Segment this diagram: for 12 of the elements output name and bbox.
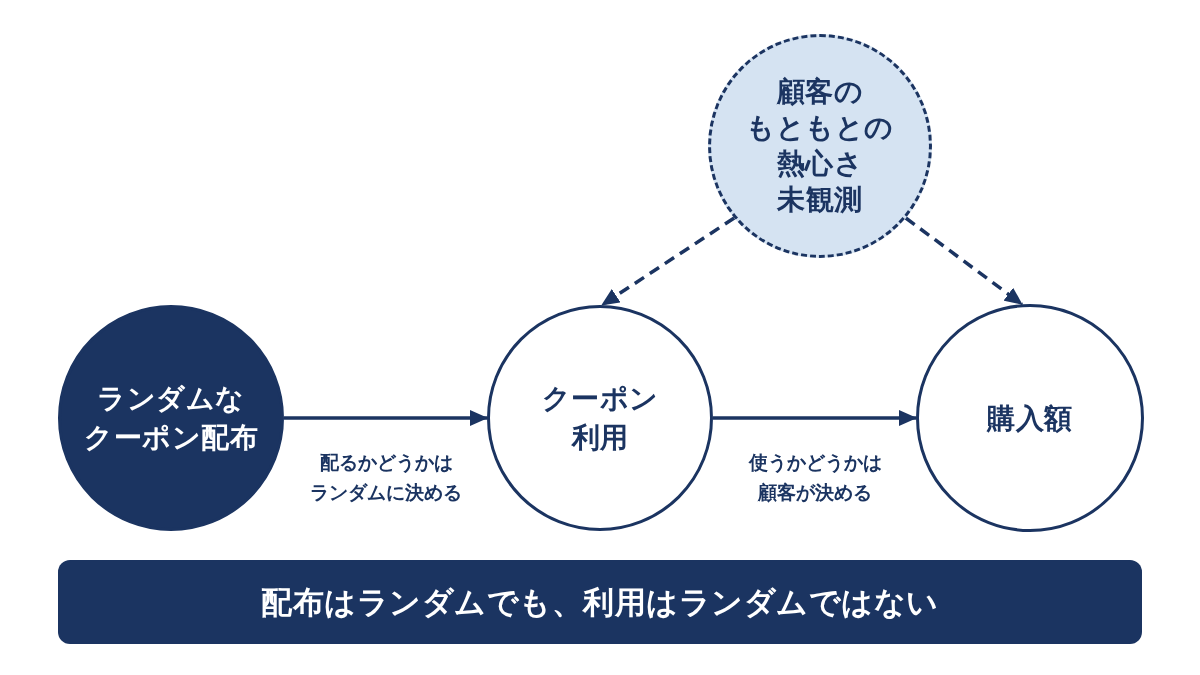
- summary-text: 配布はランダムでも、利用はランダムではない: [261, 582, 939, 622]
- node-label: クーポン利用: [541, 381, 659, 456]
- node-label: ランダムなクーポン配布: [84, 381, 258, 456]
- arrow: [713, 410, 917, 426]
- summary-banner: [58, 560, 1142, 644]
- dashed-arrow: [904, 216, 1024, 306]
- edge-label: 使うかどうかは顧客が決める: [748, 450, 882, 505]
- arrow: [284, 410, 488, 426]
- edge-label: 配るかどうかはランダムに決める: [310, 450, 462, 505]
- dashed-arrow: [601, 216, 736, 307]
- node-label: 顧客のもともとの熱心さ未観測: [746, 74, 894, 218]
- node-label: 購入額: [987, 400, 1073, 437]
